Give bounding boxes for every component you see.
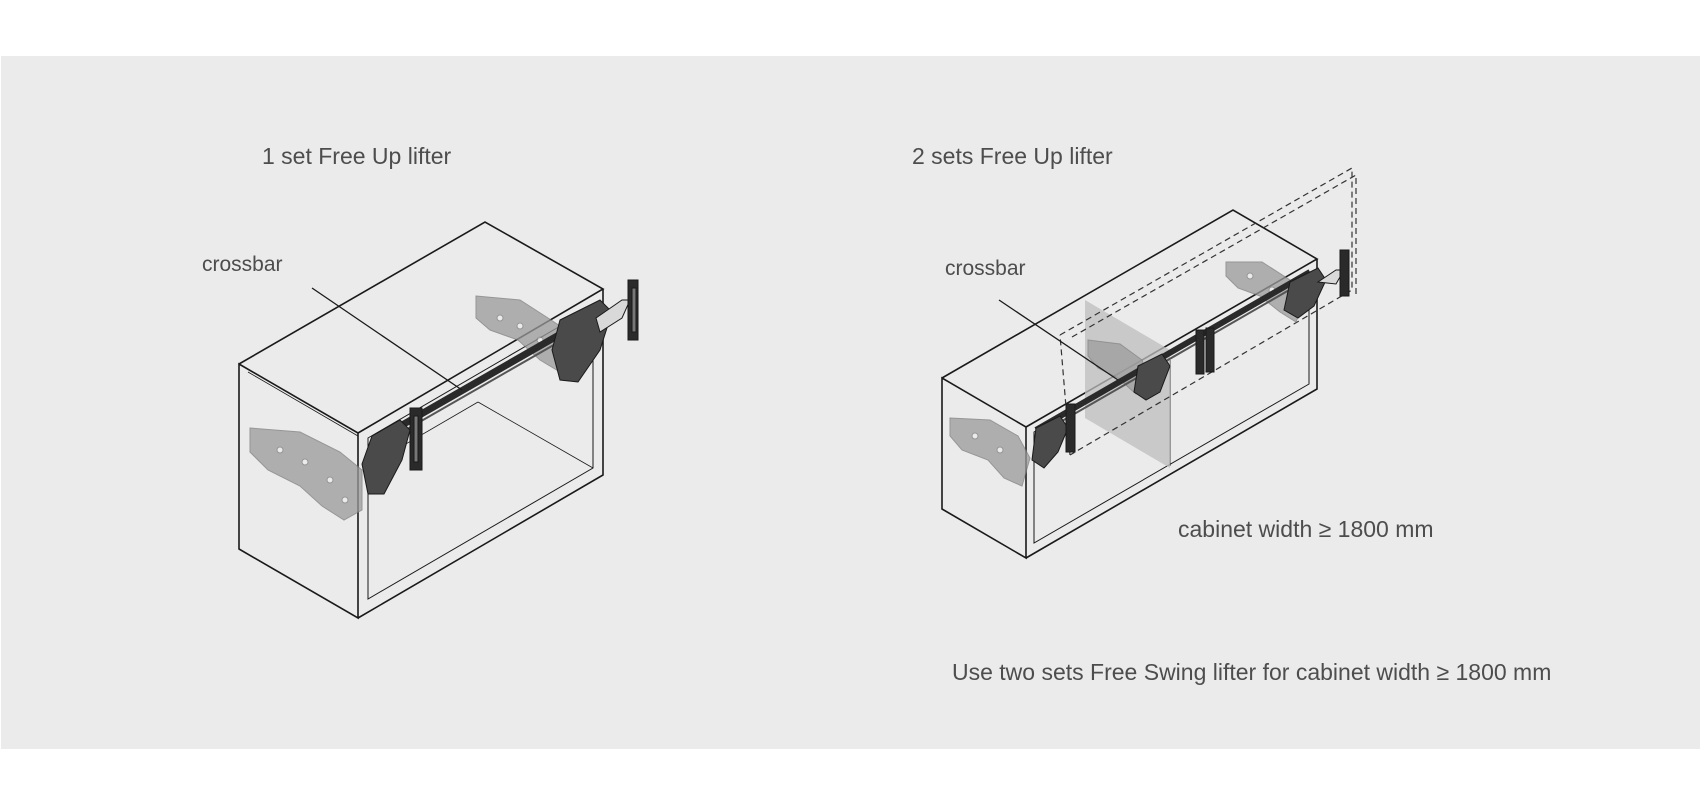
right-lift-mechanism-back: [1283, 249, 1350, 319]
right-callout-leader: [998, 299, 1119, 381]
diagram-panel: [1, 56, 1700, 749]
right-crossbar-callout: crossbar: [945, 257, 1026, 280]
left-lift-mechanism-left: [361, 407, 423, 495]
left-callout-leader: [311, 287, 463, 391]
right-lift-mechanism-front: [1031, 403, 1076, 469]
left-lift-mechanism-right: [551, 279, 639, 383]
right-diagram-title: 2 sets Free Up lifter: [912, 143, 1113, 169]
left-cabinet: [238, 221, 605, 620]
left-crossbar-callout: crossbar: [202, 253, 283, 276]
left-diagram-title: 1 set Free Up lifter: [262, 143, 452, 169]
right-crossbar: [1034, 269, 1312, 437]
cabinet-width-note: cabinet width ≥ 1800 mm: [1178, 516, 1434, 542]
right-cabinet: [941, 209, 1319, 560]
right-lift-mechanism-middle: [1133, 327, 1215, 401]
right-ghost-bracket-middle: [1087, 339, 1151, 395]
footer-note: Use two sets Free Swing lifter for cabin…: [952, 659, 1552, 685]
right-ghost-bracket-front: [949, 417, 1031, 487]
left-ghost-bracket-front: [249, 427, 363, 521]
